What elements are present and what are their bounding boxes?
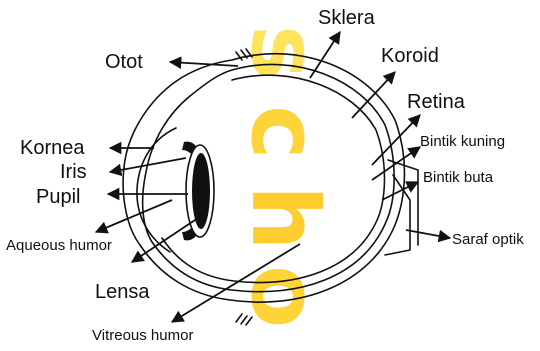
svg-text:h: h (231, 185, 338, 251)
arrow-otot (170, 62, 238, 66)
label-bintik-kuning: Bintik kuning (420, 133, 505, 150)
label-lensa: Lensa (95, 281, 150, 303)
arrow-aqueous (96, 200, 172, 232)
svg-text:o: o (231, 265, 338, 328)
label-pupil: Pupil (36, 186, 80, 208)
svg-text:c: c (231, 105, 338, 160)
label-kornea: Kornea (20, 137, 85, 159)
arrow-bintik-kuning (372, 147, 420, 180)
label-sklera: Sklera (318, 7, 376, 29)
label-vitreous-humor: Vitreous humor (92, 327, 193, 344)
label-retina: Retina (407, 91, 466, 113)
lens-core (192, 153, 210, 229)
label-aqueous-humor: Aqueous humor (6, 237, 112, 254)
label-iris: Iris (60, 161, 87, 183)
label-otot: Otot (105, 51, 143, 73)
arrow-saraf-optik (406, 230, 450, 238)
watermark: s c h o (231, 0, 338, 351)
label-saraf-optik: Saraf optik (452, 231, 524, 248)
label-koroid: Koroid (381, 45, 439, 67)
svg-text:s: s (231, 25, 338, 80)
label-bintik-buta: Bintik buta (423, 169, 494, 186)
